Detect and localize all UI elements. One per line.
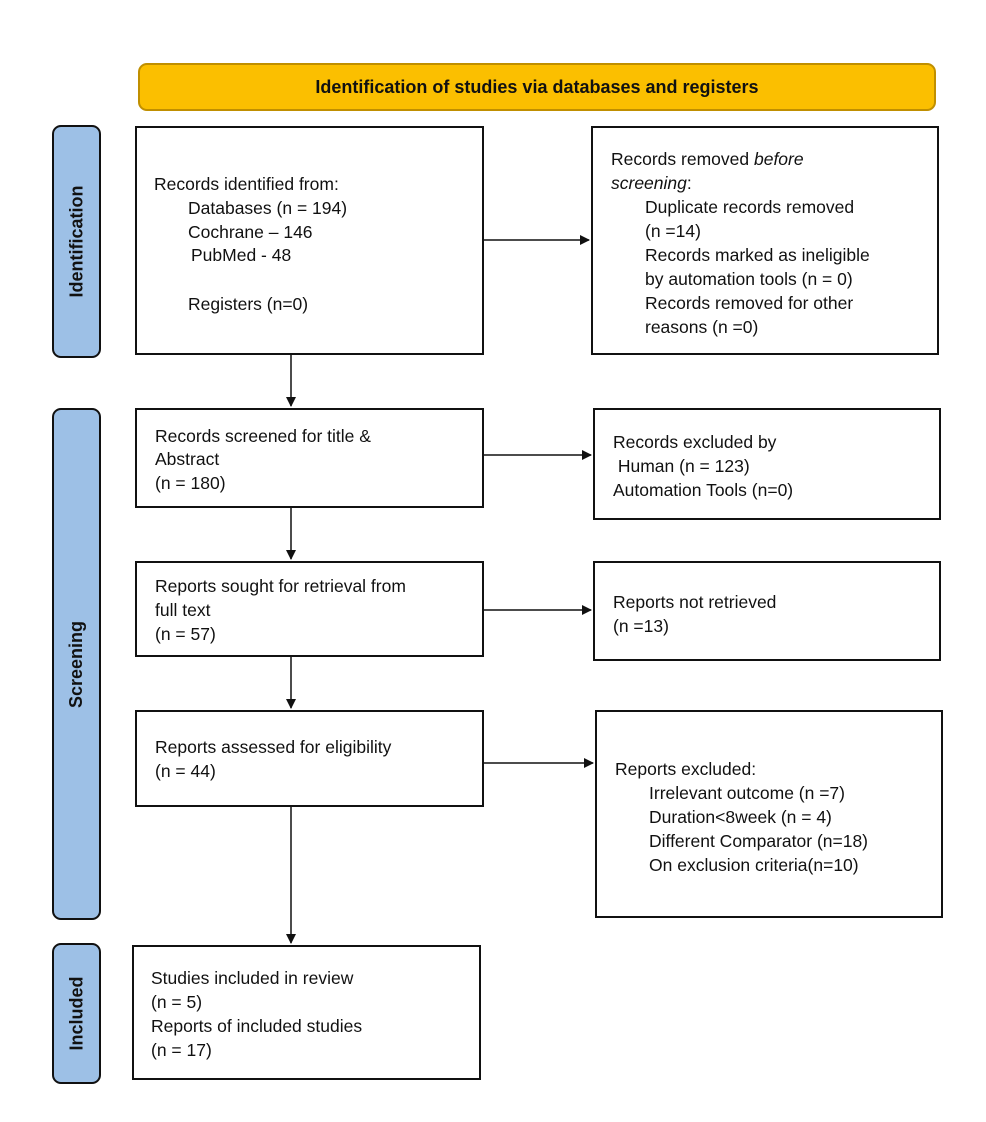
reports-excluded-comparator: Different Comparator (n=18) — [649, 831, 869, 851]
studies-included-count: (n = 5) — [151, 992, 203, 1012]
records-identified-cochrane: Cochrane – 146 — [188, 222, 313, 242]
reports-assessed-title: Reports assessed for eligibility — [155, 737, 392, 757]
stage-screening: Screening — [52, 408, 101, 920]
records-identified-box: Records identified from: Databases (n = … — [135, 126, 484, 355]
reports-not-retrieved-box: Reports not retrieved (n =13) — [593, 561, 941, 661]
reports-included-count: (n = 17) — [151, 1040, 212, 1060]
records-excluded-automation: Automation Tools (n=0) — [613, 480, 794, 500]
header-title: Identification of studies via databases … — [315, 76, 759, 97]
records-removed-other-count: reasons (n =0) — [645, 317, 759, 337]
records-excluded-box: Records excluded by Human (n = 123) Auto… — [593, 408, 941, 520]
reports-sought-count: (n = 57) — [155, 624, 216, 644]
records-removed-other: Records removed for other — [645, 293, 854, 313]
reports-not-retrieved-title: Reports not retrieved — [613, 592, 777, 612]
records-removed-title: Records removed before — [611, 149, 804, 169]
records-screened-count: (n = 180) — [155, 473, 226, 493]
records-identified-pubmed: PubMed - 48 — [191, 245, 292, 265]
records-excluded-title: Records excluded by — [613, 432, 777, 452]
records-removed-duplicates: Duplicate records removed — [645, 197, 855, 217]
stage-identification: Identification — [52, 125, 101, 358]
reports-sought-title: Reports sought for retrieval from — [155, 576, 406, 596]
records-identified-databases: Databases (n = 194) — [188, 198, 348, 218]
studies-included-box: Studies included in review (n = 5) Repor… — [132, 945, 481, 1080]
records-removed-ineligible-count: by automation tools (n = 0) — [645, 269, 853, 289]
records-removed-duplicates-count: (n =14) — [645, 221, 701, 241]
reports-excluded-irrelevant: Irrelevant outcome (n =7) — [649, 783, 845, 803]
stage-included: Included — [52, 943, 101, 1084]
records-removed-box: Records removed before screening: Duplic… — [591, 126, 939, 355]
identification-header: Identification of studies via databases … — [138, 63, 936, 111]
records-screened-title-cont: Abstract — [155, 449, 220, 469]
reports-sought-title-cont: full text — [155, 600, 211, 620]
reports-assessed-box: Reports assessed for eligibility (n = 44… — [135, 710, 484, 807]
records-excluded-human: Human (n = 123) — [613, 456, 750, 476]
records-screened-title: Records screened for title & — [155, 426, 371, 446]
studies-included-title: Studies included in review — [151, 968, 354, 988]
reports-excluded-duration: Duration<8week (n = 4) — [649, 807, 832, 827]
reports-assessed-count: (n = 44) — [155, 761, 216, 781]
reports-not-retrieved-count: (n =13) — [613, 616, 669, 636]
reports-excluded-criteria: On exclusion criteria(n=10) — [649, 855, 859, 875]
reports-included-title: Reports of included studies — [151, 1016, 363, 1036]
records-removed-ineligible: Records marked as ineligible — [645, 245, 870, 265]
records-screened-box: Records screened for title & Abstract (n… — [135, 408, 484, 508]
reports-excluded-box: Reports excluded: Irrelevant outcome (n … — [595, 710, 943, 918]
reports-excluded-title: Reports excluded: — [615, 759, 757, 779]
records-identified-title: Records identified from: — [154, 174, 339, 194]
records-removed-title-cont: screening: — [611, 173, 692, 193]
records-identified-registers: Registers (n=0) — [188, 294, 309, 314]
reports-sought-box: Reports sought for retrieval from full t… — [135, 561, 484, 657]
